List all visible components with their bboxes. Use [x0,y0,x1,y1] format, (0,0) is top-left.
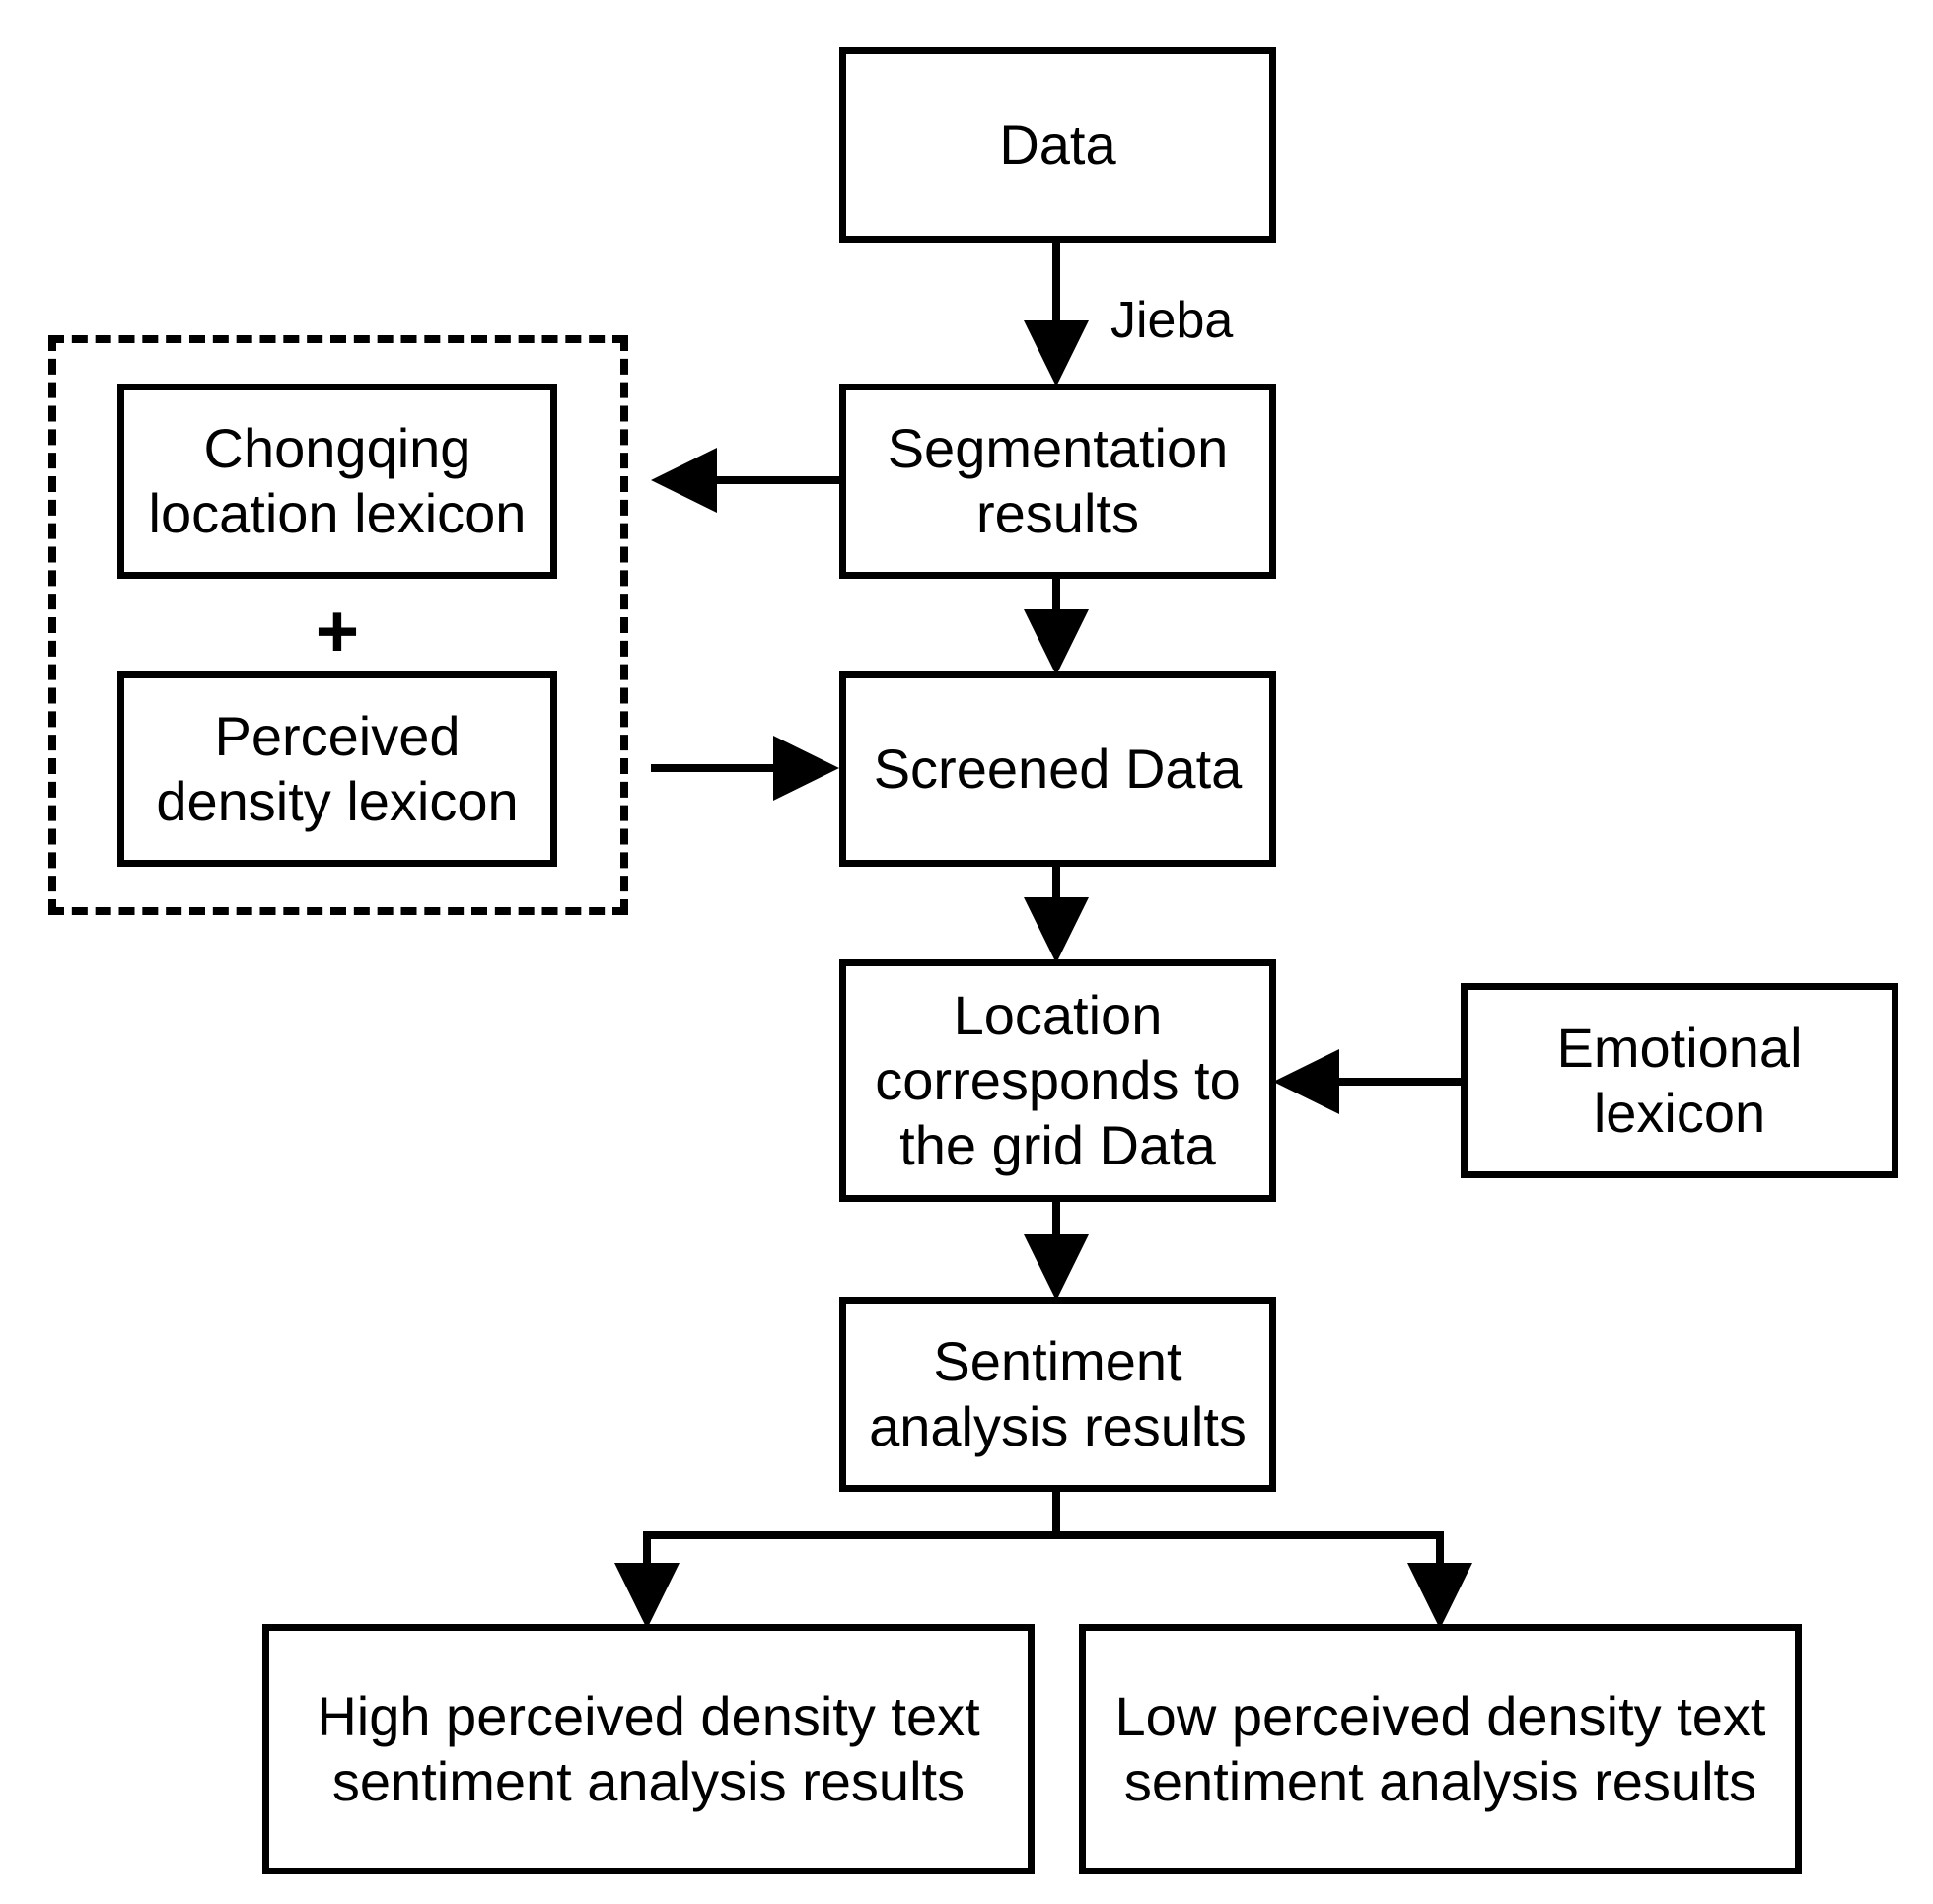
arrowhead-left-lexicons [651,448,717,513]
node-segmentation-results-label: Segmentation results [887,417,1229,544]
edge-label-jieba: Jieba [1110,292,1234,349]
node-low-density-results-label: Low perceived density text sentiment ana… [1114,1685,1766,1812]
node-screened-data: Screened Data [839,671,1276,867]
node-high-density-results-label: High perceived density text sentiment an… [317,1685,980,1812]
node-location-grid-data: Location corresponds to the grid Data [839,959,1276,1202]
node-sentiment-analysis-results-label: Sentiment analysis results [869,1330,1247,1457]
arrowhead-down-location [1024,897,1089,963]
arrowhead-down-screened [1024,609,1089,675]
arrowhead-down-low-density [1407,1563,1472,1629]
node-emotional-lexicon: Emotional lexicon [1461,983,1898,1178]
node-chongqing-location-lexicon: Chongqing location lexicon [117,384,557,579]
node-low-density-results: Low perceived density text sentiment ana… [1079,1624,1802,1874]
node-data: Data [839,47,1276,243]
node-emotional-lexicon-label: Emotional lexicon [1556,1017,1803,1144]
edge-sentiment-split-right [1056,1531,1444,1583]
node-chongqing-location-lexicon-label: Chongqing location lexicon [148,417,527,544]
arrowhead-down-high-density [614,1563,680,1629]
arrowhead-left-location [1273,1049,1339,1114]
arrowhead-right-screened [773,736,839,801]
node-location-grid-data-label: Location corresponds to the grid Data [875,984,1241,1176]
node-screened-data-label: Screened Data [873,738,1243,800]
node-segmentation-results: Segmentation results [839,384,1276,579]
node-perceived-density-lexicon: Perceived density lexicon [117,671,557,867]
edge-sentiment-split [643,1490,1060,1583]
node-data-label: Data [999,113,1116,176]
arrowhead-down-segmentation [1024,320,1089,387]
plus-operator: + [315,590,360,673]
node-sentiment-analysis-results: Sentiment analysis results [839,1297,1276,1492]
lexicon-group [48,335,628,915]
arrowhead-down-sentiment [1024,1234,1089,1301]
node-perceived-density-lexicon-label: Perceived density lexicon [156,705,519,832]
node-high-density-results: High perceived density text sentiment an… [262,1624,1035,1874]
